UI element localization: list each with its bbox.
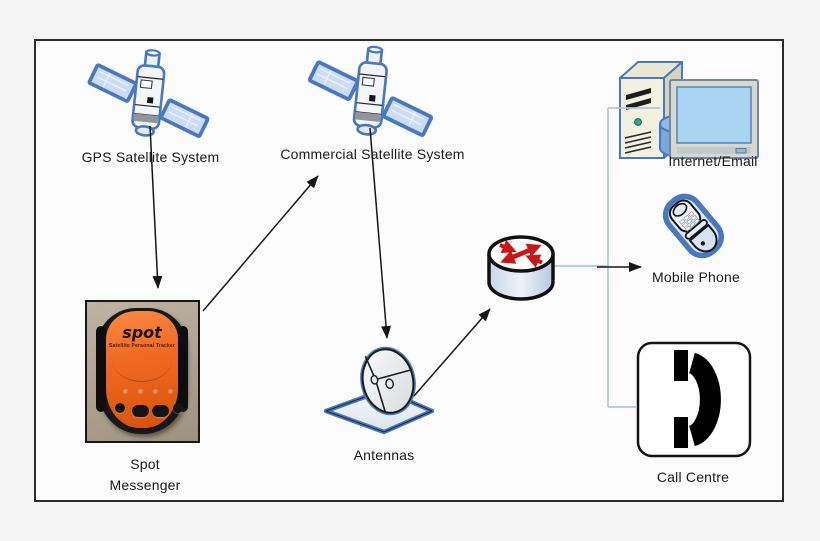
- arrow-antennas-to-router: [413, 308, 491, 397]
- mobile-phone-icon: [662, 193, 724, 259]
- spot-logo: spot: [122, 323, 162, 342]
- flow-arrows: [149, 125, 642, 397]
- internet-email-label: Internet/Email: [668, 153, 758, 169]
- arrow-commercial-to-antennas: [369, 127, 392, 339]
- arrow-gps-to-spot: [149, 125, 163, 289]
- spot-messenger-photo: spot Satellite Personal Tracker: [85, 300, 200, 443]
- call-centre-icon: [636, 341, 752, 458]
- blue-connector-lines: [548, 107, 660, 408]
- antennas-label: Antennas: [353, 447, 415, 463]
- call-centre-label: Call Centre: [656, 469, 730, 485]
- antennas-icon: [323, 346, 435, 435]
- commercial-satellite-label: Commercial Satellite System: [280, 146, 465, 162]
- gps-satellite-label: GPS Satellite System: [81, 149, 220, 165]
- arrow-spot-to-commercial: [202, 175, 319, 312]
- router-icon: [487, 235, 555, 301]
- mobile-phone-label: Mobile Phone: [651, 269, 740, 285]
- spot-logo-subtext: Satellite Personal Tracker: [108, 343, 176, 349]
- desktop-computer-icon: [619, 61, 759, 159]
- spot-device: spot Satellite Personal Tracker: [96, 308, 188, 434]
